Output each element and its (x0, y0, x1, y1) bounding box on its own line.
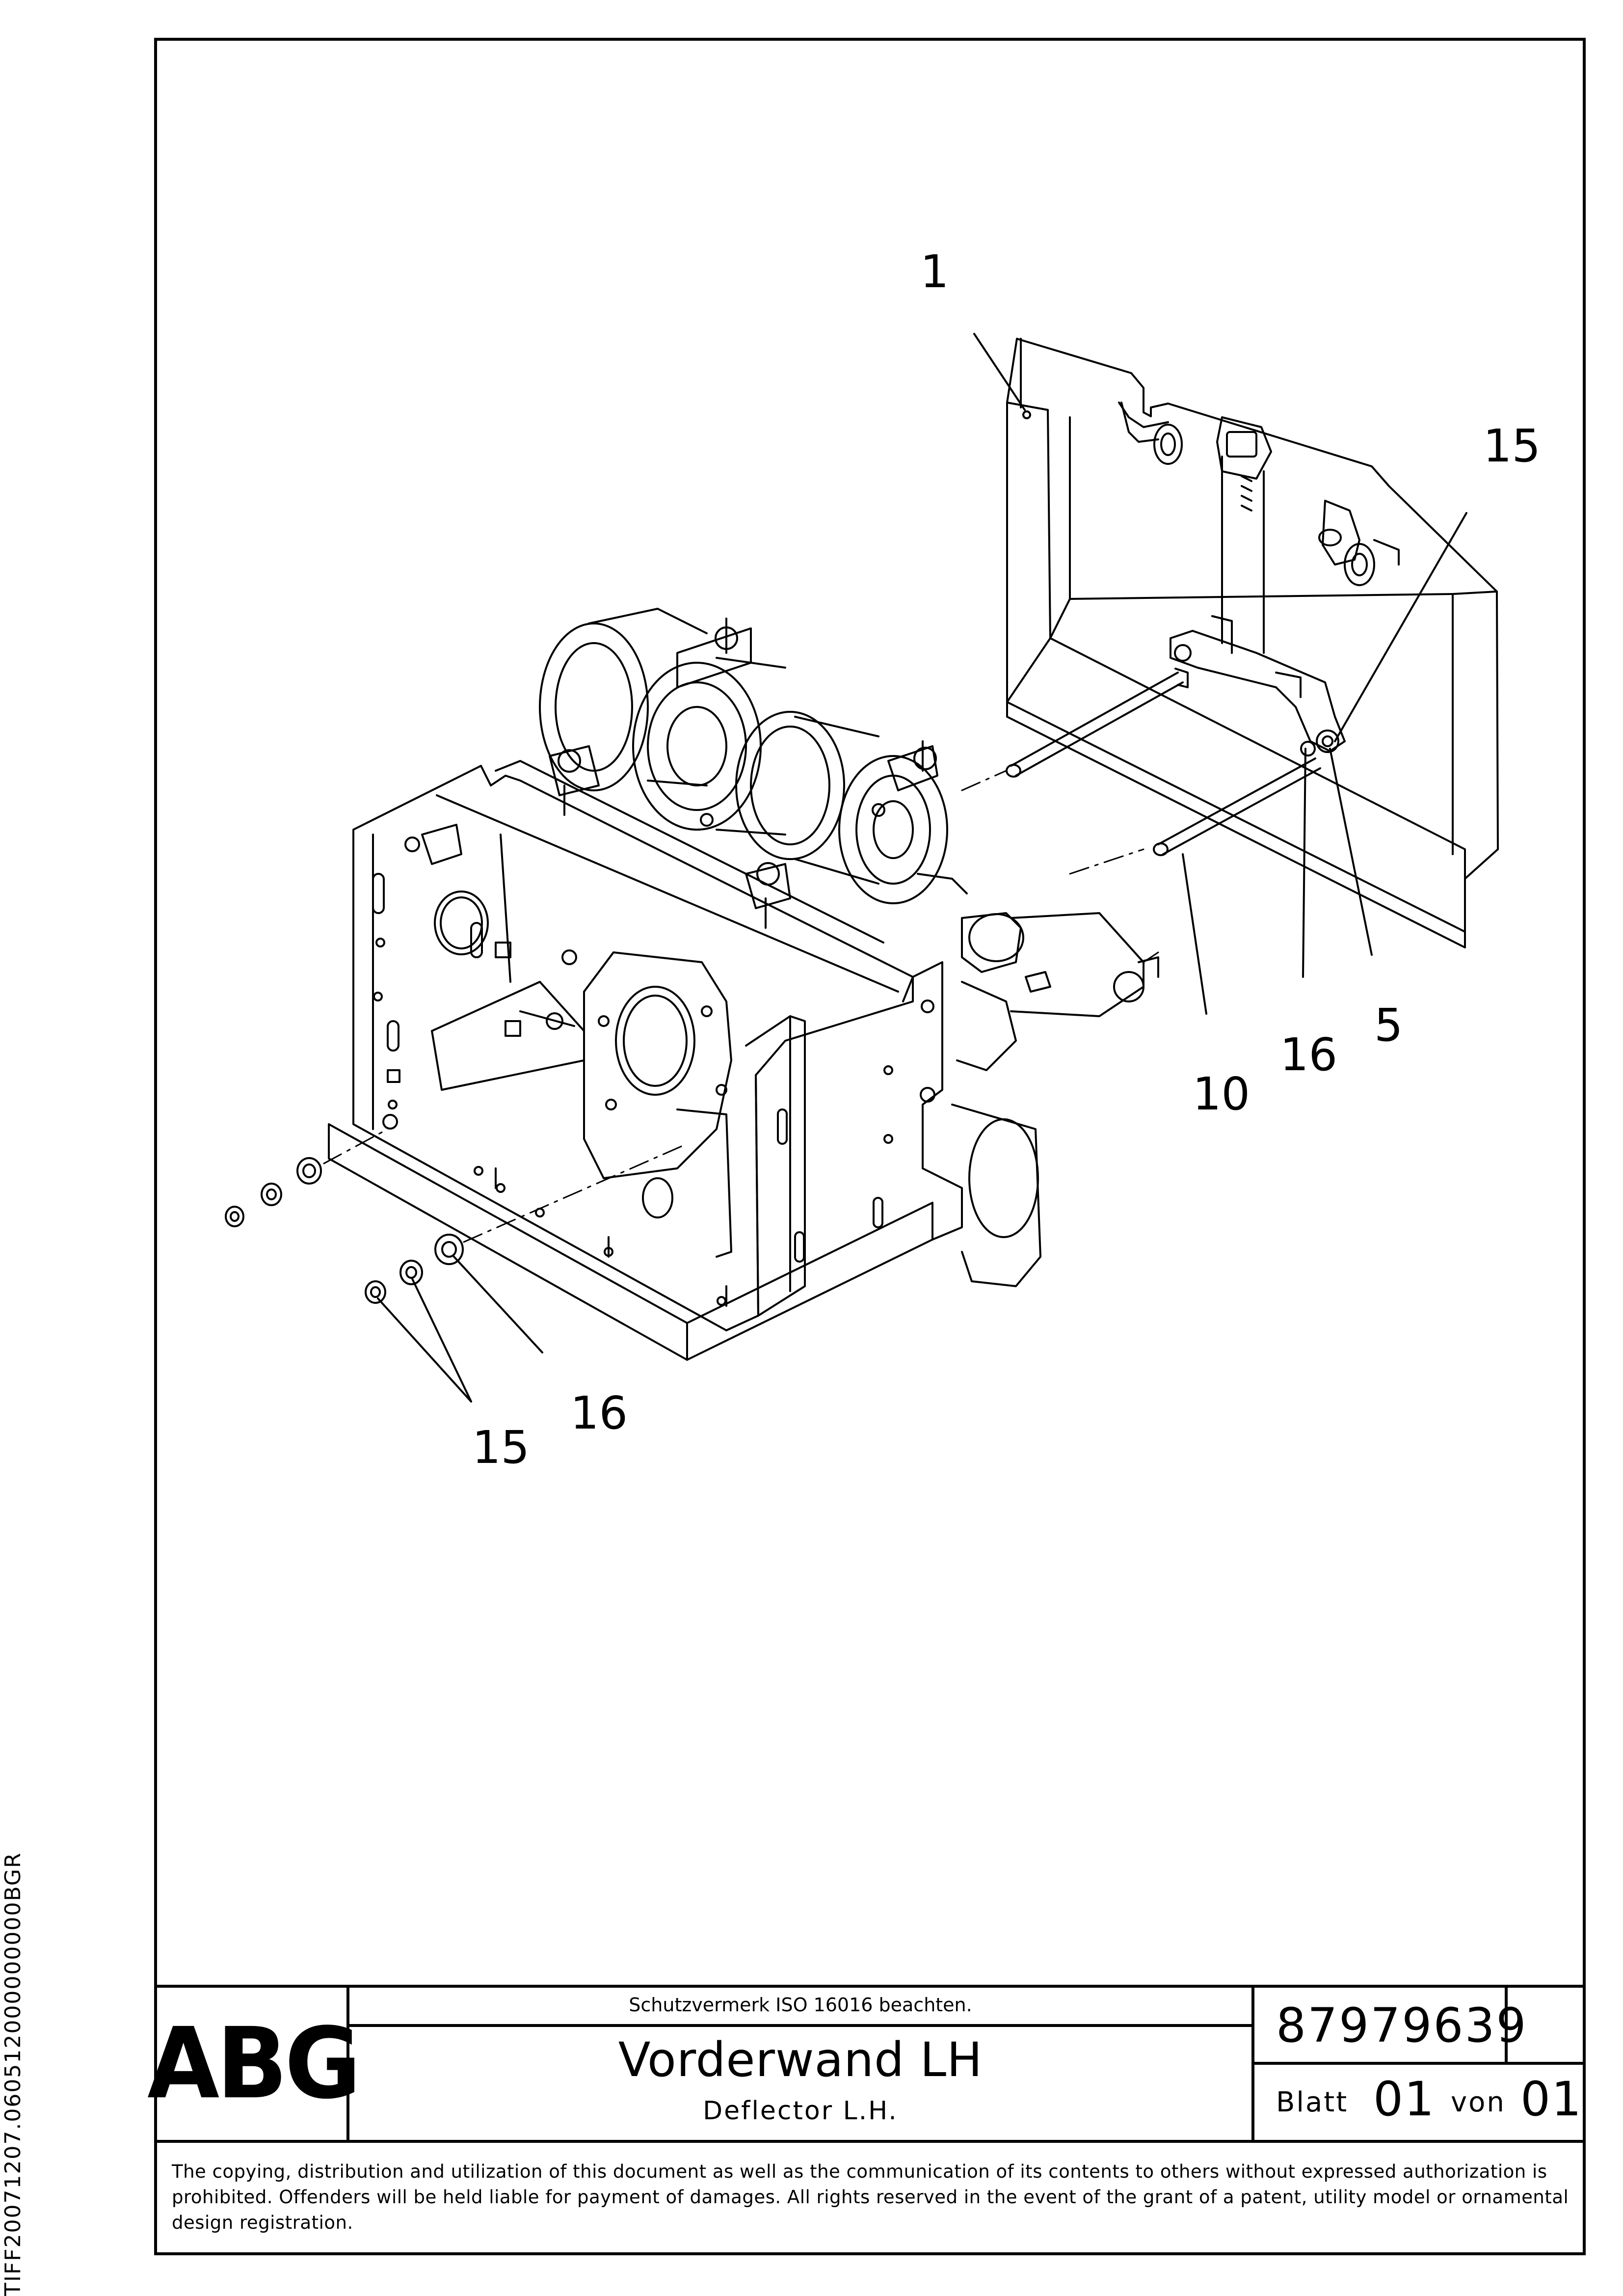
callout-5: 5 (1374, 999, 1403, 1052)
title-block-divider-logo (346, 1985, 349, 2143)
hydraulic-motor (920, 912, 1159, 1287)
deflector-rods (1006, 668, 1321, 856)
protection-notice: Schutzvermerk ISO 16016 beachten. (629, 1994, 972, 2016)
callout-15-lower: 15 (472, 1421, 530, 1474)
exploded-assembly-drawing (225, 333, 1499, 1403)
deflector-plate (1006, 338, 1499, 948)
title-block-number-box-divider (1505, 1985, 1508, 2063)
drawing-frame (154, 38, 1586, 2255)
copyright-notice: The copying, distribution and utilizatio… (172, 2161, 1569, 2233)
of-label: von (1451, 2086, 1506, 2118)
callout-1: 1 (920, 245, 949, 298)
sheet-label: Blatt (1276, 2086, 1349, 2118)
abg-logo: ABG (147, 2006, 361, 2121)
exciter-shaft (539, 608, 968, 929)
loose-nuts (225, 1157, 464, 1304)
title-german: Vorderwand LH (618, 2032, 983, 2087)
side-code-text: TIFF20071207.060512000000000BGR (0, 1852, 26, 2296)
title-english: Deflector L.H. (703, 2096, 898, 2126)
title-block-top-rule (154, 1985, 1586, 1988)
sheet-number: 01 (1373, 2072, 1436, 2127)
part-number: 87979639 (1276, 1998, 1528, 2053)
leader-lines (377, 333, 1467, 1403)
title-block-bottom-rule (154, 2140, 1586, 2143)
callout-16-upper: 16 (1280, 1028, 1338, 1081)
side-document-code: TIFF20071207.060512000000000BGR (0, 1767, 29, 2296)
callout-16-lower: 16 (570, 1387, 628, 1439)
title-block-number-rule (1251, 2062, 1586, 2065)
sheet-total: 01 (1520, 2072, 1583, 2127)
callout-10: 10 (1193, 1068, 1251, 1120)
callout-15-upper: 15 (1483, 420, 1541, 472)
assembly-axis-lines (323, 770, 1159, 1243)
title-block-notice-rule (346, 2024, 1254, 2027)
vibration-housing (328, 760, 963, 1361)
